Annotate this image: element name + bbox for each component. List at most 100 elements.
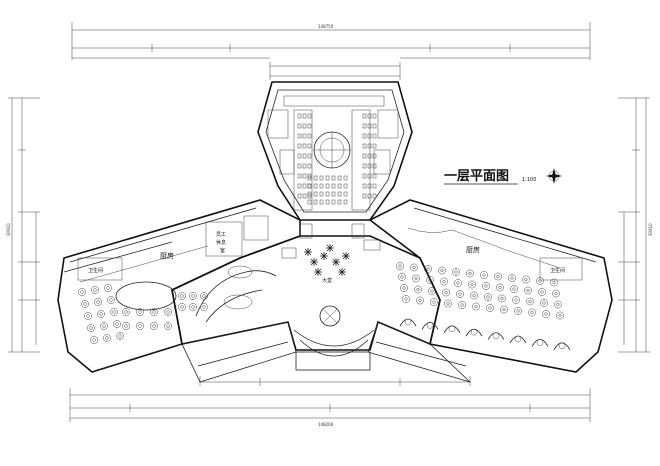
dim-bottom-overall: 148260 xyxy=(318,422,334,427)
dining-table xyxy=(122,322,130,330)
dining-table xyxy=(524,286,532,295)
seat xyxy=(297,133,302,139)
dining-table-center xyxy=(416,287,420,292)
seat xyxy=(372,113,377,119)
room-staff-3: 室 xyxy=(220,247,225,254)
dining-table xyxy=(178,292,186,300)
dining-table xyxy=(536,277,544,285)
seat xyxy=(319,191,324,197)
seat xyxy=(325,175,330,181)
dining-table xyxy=(556,311,564,320)
seat xyxy=(331,175,336,181)
room-staff-1: 员工 xyxy=(216,232,226,238)
seat xyxy=(362,143,367,149)
dining-table-center xyxy=(430,289,434,293)
lobby: 大堂 xyxy=(281,223,381,327)
dining-table xyxy=(116,332,124,340)
dining-table-center xyxy=(496,274,500,279)
plan-title: 一层平面图 xyxy=(444,169,509,184)
seat xyxy=(313,175,318,181)
dining-table-center xyxy=(474,304,478,309)
dining-table xyxy=(402,295,410,303)
seat xyxy=(302,153,307,159)
dining-table-center xyxy=(152,324,156,328)
seat xyxy=(297,173,302,179)
dining-table-center xyxy=(191,294,195,298)
seat xyxy=(302,163,307,169)
dining-table xyxy=(456,290,464,298)
dining-table-center xyxy=(124,310,128,314)
dining-table xyxy=(398,273,406,281)
dining-table xyxy=(164,322,172,330)
dining-table xyxy=(442,288,450,297)
seat xyxy=(372,163,377,169)
dining-table-center xyxy=(486,295,490,299)
seat xyxy=(307,113,312,119)
dining-table-center xyxy=(398,264,402,268)
dining-table xyxy=(414,285,422,294)
seat xyxy=(307,123,312,129)
dining-table xyxy=(412,274,420,283)
dining-table xyxy=(178,303,186,311)
dining-table xyxy=(510,285,518,293)
dining-table-center xyxy=(558,313,562,318)
seat xyxy=(343,199,348,205)
seat xyxy=(313,183,318,189)
dining-table-center xyxy=(180,305,184,309)
seat xyxy=(307,199,312,205)
dining-table-center xyxy=(202,294,206,298)
dining-table xyxy=(484,293,492,301)
dining-table xyxy=(430,298,438,306)
left-wing-interior: 卫生间 厨房 员工 休息 室 xyxy=(77,215,277,344)
seat xyxy=(302,113,307,119)
dining-table-center xyxy=(166,310,170,314)
dining-table xyxy=(189,303,197,311)
dining-table-center xyxy=(540,290,544,294)
dining-table xyxy=(200,292,208,300)
seat xyxy=(367,173,372,179)
seat xyxy=(367,163,372,169)
seat xyxy=(307,191,312,197)
dining-table xyxy=(440,277,448,286)
booth-table xyxy=(448,325,456,333)
dining-table xyxy=(136,322,144,330)
dining-table xyxy=(113,320,121,328)
booth-table xyxy=(470,328,478,336)
dining-table xyxy=(150,322,158,330)
dining-table xyxy=(512,296,520,304)
dining-table-center xyxy=(138,324,142,328)
dining-table xyxy=(424,265,432,273)
seat xyxy=(372,133,377,139)
seat xyxy=(372,143,377,149)
dining-table xyxy=(514,307,522,315)
dining-table-center xyxy=(93,288,97,292)
seat xyxy=(337,183,342,189)
dining-table-center xyxy=(444,290,448,295)
dining-table-center xyxy=(89,326,93,330)
seat xyxy=(307,143,312,149)
seat xyxy=(325,199,330,205)
seat xyxy=(362,113,367,119)
dining-table-center xyxy=(526,288,530,293)
dining-table xyxy=(84,312,92,320)
dining-table xyxy=(528,308,536,317)
dining-table-center xyxy=(456,281,460,285)
dining-table-center xyxy=(500,296,504,301)
seat xyxy=(302,133,307,139)
seat xyxy=(302,193,307,199)
seat xyxy=(362,163,367,169)
dining-table-center xyxy=(538,279,542,283)
dining-table-center xyxy=(502,307,506,312)
seat xyxy=(331,191,336,197)
plan-scale: 1:100 xyxy=(522,177,536,183)
dining-table xyxy=(452,268,460,276)
dining-table xyxy=(470,291,478,300)
dining-table xyxy=(200,303,208,311)
dining-table-center xyxy=(460,303,464,307)
dining-table-center xyxy=(83,302,87,306)
dining-table-center xyxy=(472,293,476,298)
seat xyxy=(307,153,312,159)
dining-table-center xyxy=(92,338,96,342)
dining-table-center xyxy=(524,277,528,282)
dining-table-center xyxy=(446,301,450,306)
